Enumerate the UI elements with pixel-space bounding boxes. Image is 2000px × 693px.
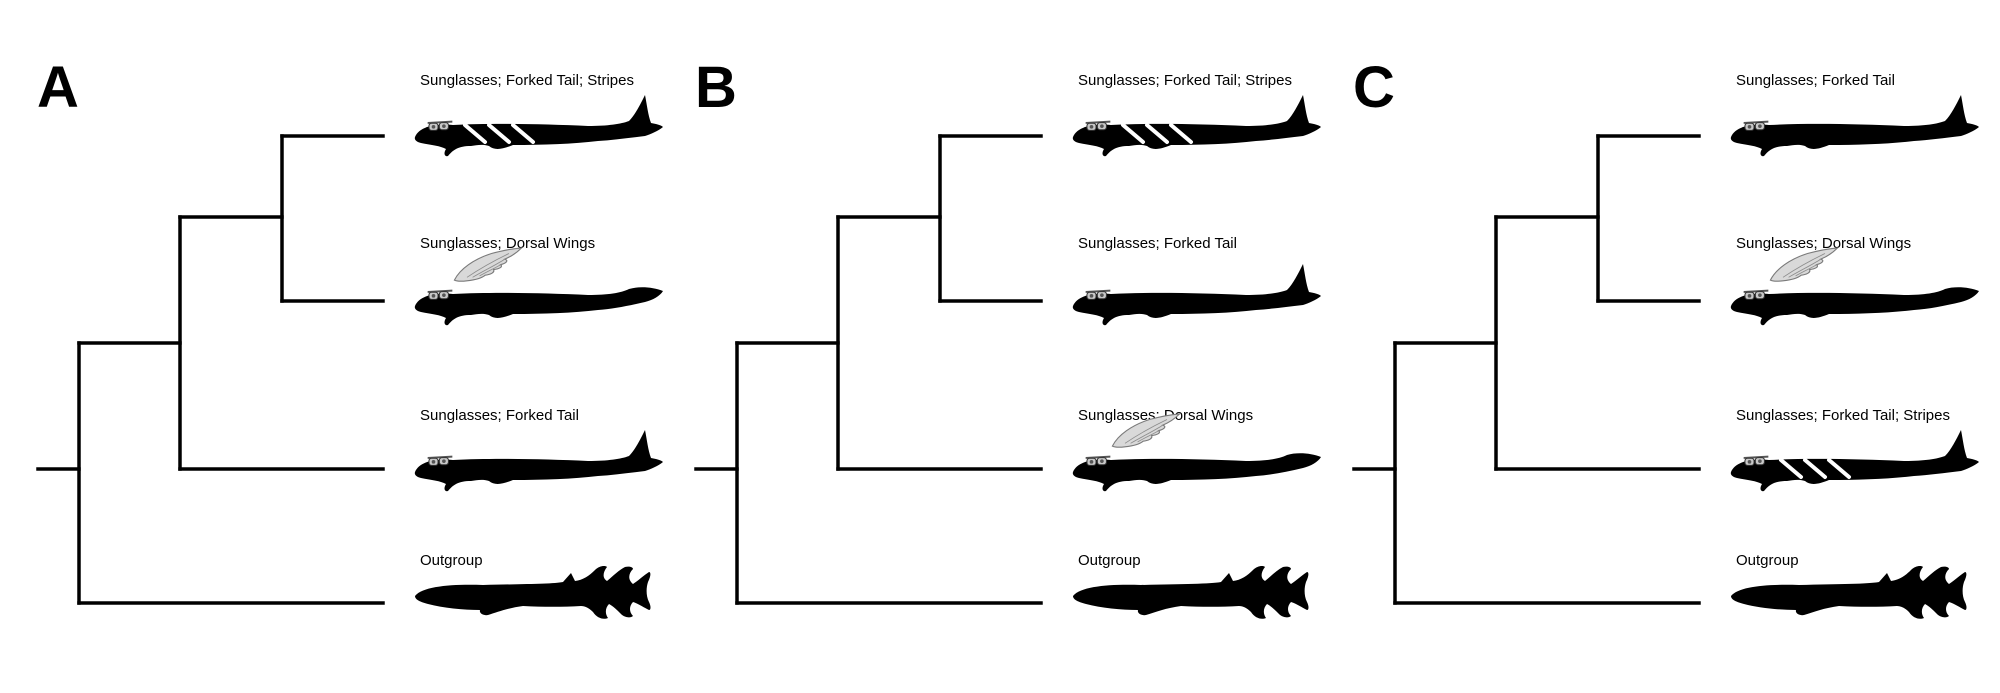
stripes-marking: [1121, 123, 1193, 144]
taxon-4: Outgroup: [415, 552, 651, 619]
taxon-3: Sunglasses; Forked Tail: [414, 407, 663, 492]
taxon-3: Sunglasses; Forked Tail; Stripes: [1730, 407, 1979, 492]
fish-silhouette: [1072, 453, 1321, 492]
taxon-2: Sunglasses; Dorsal Wings: [414, 235, 663, 326]
taxon-label: Sunglasses; Dorsal Wings: [1736, 235, 1911, 252]
taxon-label: Sunglasses; Forked Tail: [1078, 235, 1237, 252]
taxon-3: Sunglasses; Dorsal Wings: [1072, 407, 1321, 492]
taxon-4: Outgroup: [1731, 552, 1967, 619]
dorsal-wing-icon: [1769, 247, 1839, 282]
taxon-label: Sunglasses; Forked Tail: [420, 407, 579, 424]
tree-branches: [36, 134, 385, 605]
taxon-1: Sunglasses; Forked Tail: [1730, 72, 1979, 157]
taxon-label: Sunglasses; Dorsal Wings: [420, 235, 595, 252]
panel-letter: C: [1353, 55, 1395, 120]
cladogram-panel-b: B Sunglasses; Forked Tail; StripesSunglas…: [694, 55, 1321, 619]
tree-branches: [694, 134, 1043, 605]
outgroup-fish-silhouette: [1731, 566, 1967, 619]
fish-silhouette: [1730, 287, 1979, 326]
forked-tail-fish-silhouette: [414, 95, 663, 157]
stripes-marking: [1779, 458, 1851, 479]
outgroup-fish-silhouette: [1073, 566, 1309, 619]
taxon-label: Outgroup: [1736, 552, 1799, 569]
forked-tail-fish-silhouette: [1730, 95, 1979, 157]
taxon-2: Sunglasses; Dorsal Wings: [1730, 235, 1979, 326]
taxon-label: Sunglasses; Forked Tail: [1736, 72, 1895, 89]
tree-branches: [1352, 134, 1701, 605]
taxon-label: Outgroup: [420, 552, 483, 569]
taxon-1: Sunglasses; Forked Tail; Stripes: [1072, 72, 1321, 157]
outgroup-fish-silhouette: [415, 566, 651, 619]
cladogram-panel-a: A Sunglasses; Forked Tail; StripesSunglas…: [36, 55, 663, 619]
taxon-label: Sunglasses; Forked Tail; Stripes: [420, 72, 634, 89]
taxon-label: Sunglasses; Forked Tail; Stripes: [1078, 72, 1292, 89]
fish-silhouette: [414, 287, 663, 326]
dorsal-wing-icon: [453, 247, 523, 282]
forked-tail-fish-silhouette: [414, 430, 663, 492]
forked-tail-fish-silhouette: [1072, 264, 1321, 326]
taxon-2: Sunglasses; Forked Tail: [1072, 235, 1321, 326]
taxon-label: Sunglasses; Forked Tail; Stripes: [1736, 407, 1950, 424]
forked-tail-fish-silhouette: [1730, 430, 1979, 492]
taxon-4: Outgroup: [1073, 552, 1309, 619]
panel-letter: B: [695, 55, 737, 120]
forked-tail-fish-silhouette: [1072, 95, 1321, 157]
panel-letter: A: [37, 55, 79, 120]
stripes-marking: [463, 123, 535, 144]
taxon-label: Outgroup: [1078, 552, 1141, 569]
taxon-1: Sunglasses; Forked Tail; Stripes: [414, 72, 663, 157]
